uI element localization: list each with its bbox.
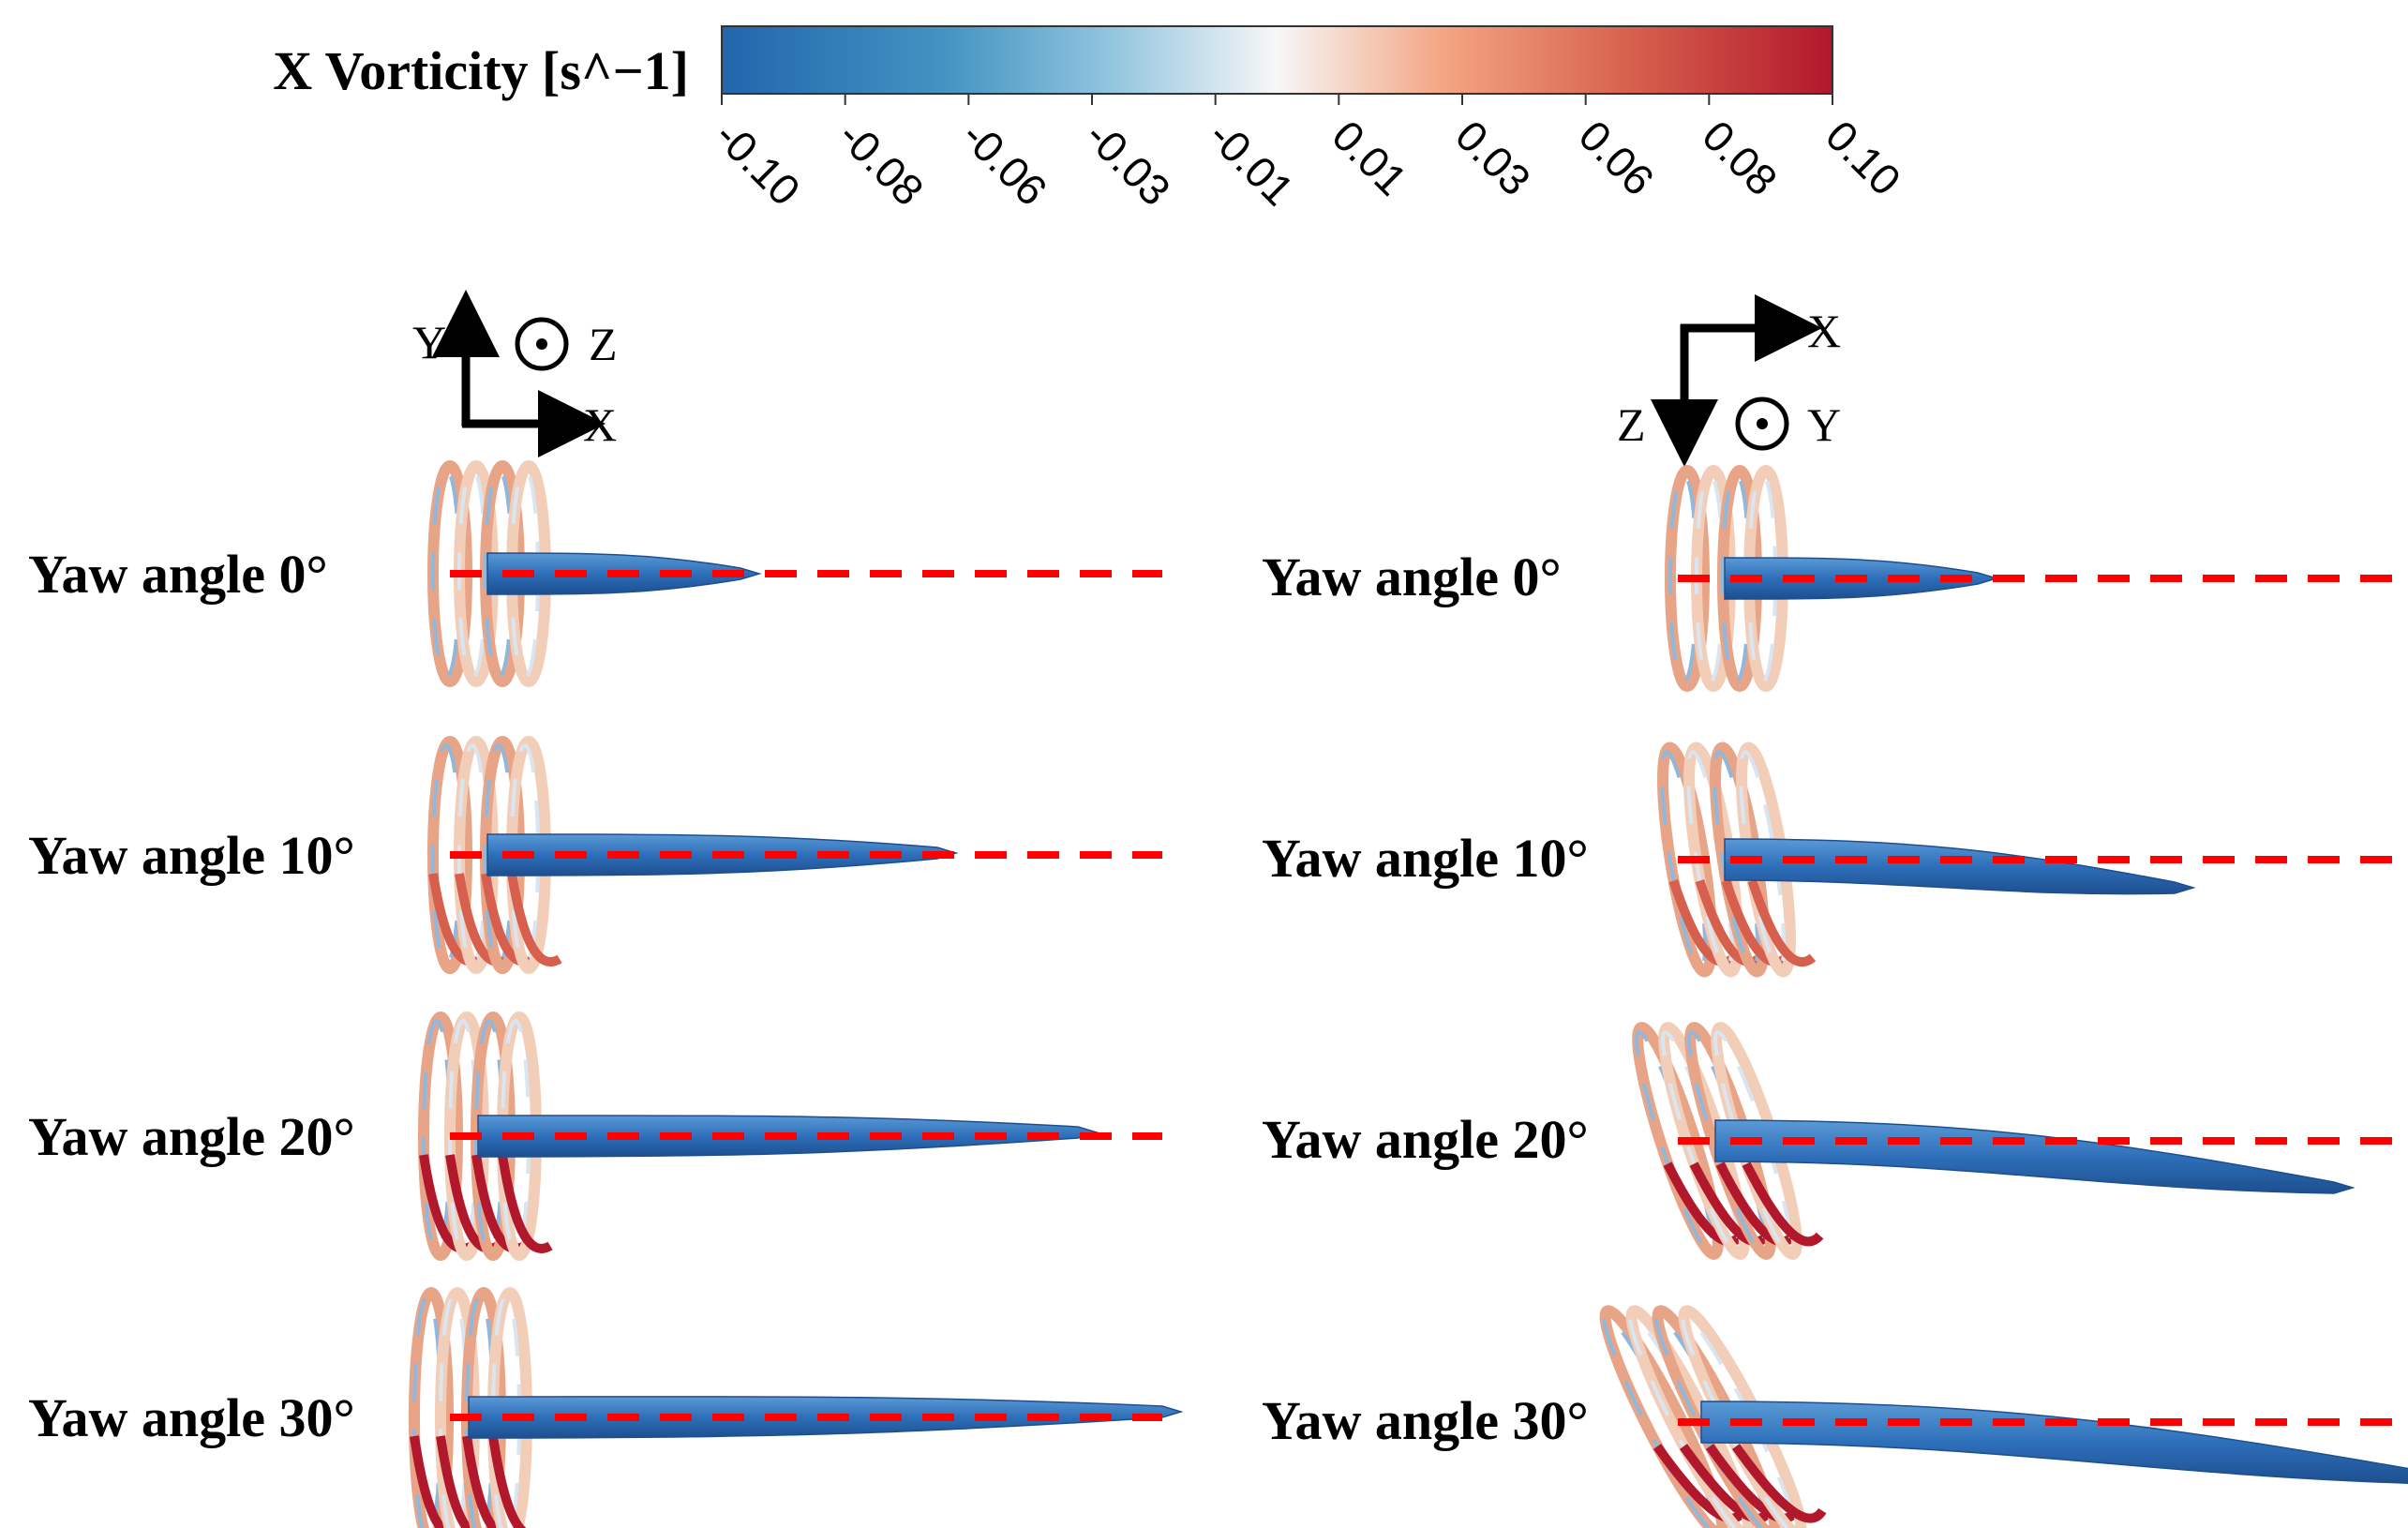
colorbar-tick-label: -0.10 bbox=[706, 111, 810, 215]
colorbar-tick-label: 0.10 bbox=[1817, 111, 1910, 204]
vortex-ring-lower bbox=[436, 1435, 474, 1528]
hub-vortex-tube bbox=[1700, 1401, 2408, 1484]
hub-vortex-tube bbox=[1724, 838, 2196, 895]
out-of-page-icon bbox=[515, 317, 569, 371]
hub-vortex bbox=[1700, 1401, 2408, 1484]
right-axis-out-label: Y bbox=[1807, 398, 1841, 451]
vortex-ring-lower bbox=[1731, 1444, 1827, 1523]
vortex-ring-lower bbox=[498, 1154, 553, 1253]
vortex-ring-lower bbox=[1742, 1161, 1824, 1247]
colorbar-tick-label: -0.01 bbox=[1200, 111, 1304, 215]
colorbar-title: X Vorticity [s^−1] bbox=[273, 40, 689, 101]
vortex-ring-lower bbox=[1689, 1161, 1772, 1247]
row-label-right-10: Yaw angle 10° bbox=[1262, 828, 1589, 889]
row-label-left-30: Yaw angle 30° bbox=[28, 1387, 355, 1448]
hub-vortex-tube bbox=[1714, 1119, 2356, 1194]
row-labels: Yaw angle 0° Yaw angle 10° Yaw angle 20°… bbox=[28, 544, 1589, 1451]
axis-triad-left: Y Z X bbox=[412, 290, 618, 457]
hub-vortex bbox=[1724, 838, 2196, 895]
vortex-ring-lower bbox=[410, 1435, 448, 1528]
vortex-ring-lower bbox=[1663, 1161, 1745, 1247]
colorbar-tick-label: -0.08 bbox=[830, 111, 934, 215]
row-label-left-20: Yaw angle 20° bbox=[28, 1106, 355, 1167]
vortex-ring bbox=[1632, 1022, 1724, 1260]
left-axis-right-label: X bbox=[583, 398, 617, 451]
colorbar-tick-label: 0.03 bbox=[1446, 111, 1540, 204]
row-label-right-0: Yaw angle 0° bbox=[1262, 547, 1562, 607]
colorbar-tick-label: -0.06 bbox=[952, 111, 1056, 215]
vortex-ring-lower bbox=[488, 1435, 527, 1528]
colorbar-tick-label: 0.06 bbox=[1570, 111, 1664, 204]
row-label-left-10: Yaw angle 10° bbox=[28, 825, 355, 886]
right-axis-down-label: Z bbox=[1617, 398, 1646, 451]
colorbar-tick-label: -0.03 bbox=[1076, 111, 1180, 215]
wake-panels bbox=[409, 460, 2408, 1528]
colorbar-tick-label: 0.01 bbox=[1323, 111, 1416, 204]
vortex-ring-lower bbox=[1705, 1444, 1801, 1523]
colorbar: X Vorticity [s^−1] -0.10-0.08-0.06-0.03-… bbox=[273, 25, 1910, 215]
colorbar-gradient bbox=[721, 25, 1833, 95]
hub-vortex bbox=[1714, 1119, 2356, 1194]
row-label-right-30: Yaw angle 30° bbox=[1262, 1390, 1589, 1451]
left-axis-out-label: Z bbox=[589, 318, 618, 370]
vortex-ring-lower bbox=[1653, 1444, 1748, 1523]
colorbar-tick-label: 0.08 bbox=[1693, 111, 1787, 204]
vortex-ring bbox=[1599, 1305, 1728, 1528]
vortex-ring-lower bbox=[1715, 1161, 1798, 1247]
vortex-ring bbox=[409, 1287, 454, 1528]
row-label-left-0: Yaw angle 0° bbox=[28, 544, 328, 605]
vortex-ring-lower bbox=[462, 1435, 501, 1528]
row-label-right-20: Yaw angle 20° bbox=[1262, 1109, 1589, 1170]
left-axis-up-label: Y bbox=[412, 316, 446, 368]
vortex-ring-lower bbox=[1747, 879, 1817, 967]
out-of-page-icon bbox=[1735, 397, 1789, 451]
axis-triad-right: X Z Y bbox=[1617, 294, 1841, 467]
vortex-ring-lower bbox=[1679, 1444, 1774, 1523]
right-axis-right-label: X bbox=[1807, 305, 1841, 357]
vortex-ring-lower bbox=[507, 873, 562, 966]
